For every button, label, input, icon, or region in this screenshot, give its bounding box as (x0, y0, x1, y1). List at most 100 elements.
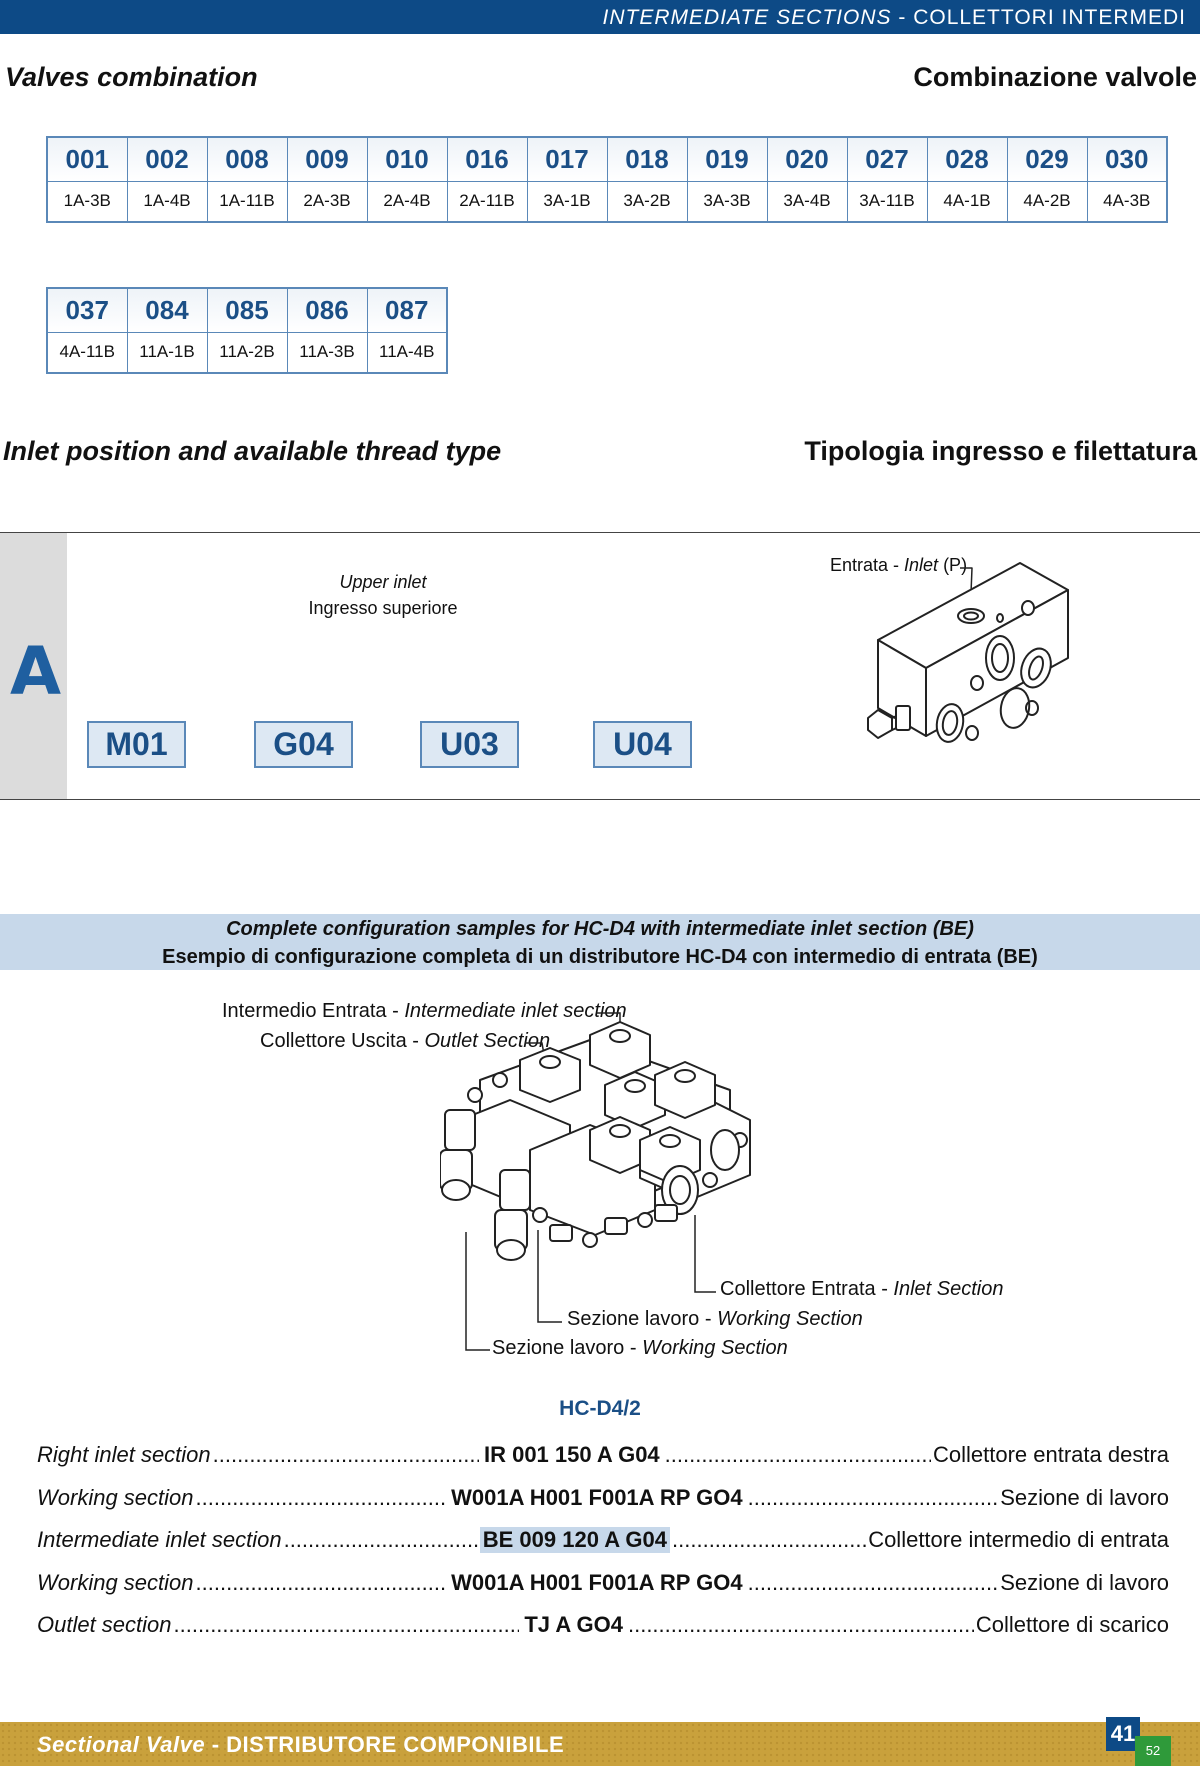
entrata-label: Entrata - (830, 555, 905, 575)
annotation-en: Inlet Section (893, 1278, 1004, 1300)
config-row-it: Collettore entrata destra (932, 1442, 1170, 1467)
header-separator: - (898, 6, 907, 29)
config-row-en: Right inlet section (37, 1442, 211, 1467)
upper-inlet-label: Upper inlet Ingresso superiore (283, 569, 483, 621)
annotation-working-section-2: Sezione lavoro - Working Section (492, 1337, 788, 1360)
footer-pattern (0, 1722, 1200, 1766)
footer-bar: Sectional Valve - DISTRIBUTORE COMPONIBI… (0, 1722, 1200, 1766)
config-row-en: Working section (37, 1485, 194, 1510)
valve-code: 008 (206, 136, 288, 182)
valve-code: 019 (686, 136, 768, 182)
footer-title-it: DISTRIBUTORE COMPONIBILE (226, 1732, 565, 1757)
valve-desc: 11A-1B (126, 331, 208, 374)
config-title-it: Esempio di configurazione completa di un… (162, 946, 1038, 968)
annotation-en: Intermediate inlet section (404, 1000, 627, 1022)
valve-desc: 3A-3B (686, 180, 768, 223)
valve-code: 010 (366, 136, 448, 182)
inlet-option-a: A Upper inlet Ingresso superiore M01 G04… (0, 532, 1200, 800)
config-row-working-1: Working section W001A H001 F001A RP GO4 … (37, 1485, 1169, 1519)
dot-leader (748, 1485, 999, 1511)
config-row-code: TJ A GO4 (524, 1612, 623, 1637)
annotation-it: Intermedio Entrata - (222, 1000, 405, 1022)
header-bar: INTERMEDIATE SECTIONS - COLLETTORI INTER… (0, 0, 1200, 34)
config-row-it: Sezione di lavoro (1000, 1570, 1170, 1595)
valve-desc: 2A-3B (286, 180, 368, 223)
valve-desc: 1A-3B (46, 180, 128, 223)
thread-box-g04: G04 (254, 721, 353, 768)
valve-code: 030 (1086, 136, 1168, 182)
config-row-working-2: Working section W001A H001 F001A RP GO4 … (37, 1570, 1169, 1604)
dot-leader (284, 1527, 478, 1553)
valve-code: 027 (846, 136, 928, 182)
annotation-it: Collettore Uscita - (260, 1030, 425, 1052)
valve-code: 016 (446, 136, 528, 182)
valve-code: 002 (126, 136, 208, 182)
model-label: HC-D4/2 (559, 1397, 641, 1420)
dot-leader (748, 1570, 999, 1596)
valve-code: 017 (526, 136, 608, 182)
valve-code: 009 (286, 136, 368, 182)
inlet-block-illustration (867, 562, 1069, 743)
annotation-inlet-section: Collettore Entrata - Inlet Section (720, 1278, 1004, 1301)
config-banner: Complete configuration samples for HC-D4… (0, 914, 1200, 970)
entrata-inlet-label: Entrata - Inlet (P) (830, 555, 967, 576)
dot-leader (628, 1612, 974, 1638)
upper-inlet-en: Upper inlet (339, 572, 427, 592)
valve-desc: 3A-1B (526, 180, 608, 223)
valve-code: 018 (606, 136, 688, 182)
config-row-code: W001A H001 F001A RP GO4 (451, 1485, 743, 1510)
footer-title: Sectional Valve - DISTRIBUTORE COMPONIBI… (37, 1732, 564, 1758)
config-row-outlet: Outlet section TJ A GO4 Collettore di sc… (37, 1612, 1169, 1646)
annotation-outlet-section: Collettore Uscita - Outlet Section (260, 1030, 550, 1053)
valve-code: 028 (926, 136, 1008, 182)
valve-desc: 4A-3B (1086, 180, 1168, 223)
option-letter: A (10, 633, 62, 710)
config-row-code-highlighted: BE 009 120 A G04 (479, 1527, 671, 1553)
valve-desc: 4A-11B (46, 331, 128, 374)
config-row-it: Sezione di lavoro (1000, 1485, 1170, 1510)
entrata-inlet: Inlet (904, 555, 939, 575)
valves-heading-it: Combinazione valvole (913, 62, 1197, 92)
inlet-heading-it: Tipologia ingresso e filettatura (804, 436, 1197, 466)
annotation-en: Working Section (717, 1308, 863, 1330)
entrata-p: (P) (938, 555, 968, 575)
config-row-intermediate-inlet: Intermediate inlet section BE 009 120 A … (37, 1527, 1169, 1561)
valve-desc: 3A-11B (846, 180, 928, 223)
annotation-working-section-1: Sezione lavoro - Working Section (567, 1308, 863, 1331)
valve-desc: 4A-2B (1006, 180, 1088, 223)
thread-box-u03: U03 (420, 721, 519, 768)
config-row-code: W001A H001 F001A RP GO4 (451, 1570, 743, 1595)
valve-desc: 2A-11B (446, 180, 528, 223)
upper-inlet-it: Ingresso superiore (308, 598, 458, 618)
thread-box-u04: U04 (593, 721, 692, 768)
thread-box-m01: M01 (87, 721, 186, 768)
valve-code: 037 (46, 287, 128, 333)
valve-desc: 1A-11B (206, 180, 288, 223)
annotation-it: Collettore Entrata - (720, 1278, 894, 1300)
dot-leader (174, 1612, 520, 1638)
valve-desc: 3A-4B (766, 180, 848, 223)
annotation-it: Sezione lavoro - (492, 1337, 643, 1359)
dot-leader (665, 1442, 931, 1468)
valve-code: 085 (206, 287, 288, 333)
dot-leader (672, 1527, 866, 1553)
config-title-en: Complete configuration samples for HC-D4… (226, 918, 974, 940)
valve-desc: 3A-2B (606, 180, 688, 223)
header-title-it: COLLETTORI INTERMEDI (913, 6, 1186, 29)
config-row-it: Collettore intermedio di entrata (868, 1527, 1170, 1552)
valve-desc: 4A-1B (926, 180, 1008, 223)
inlet-heading-en: Inlet position and available thread type (3, 436, 502, 466)
valve-code: 001 (46, 136, 128, 182)
footer-separator: - (205, 1732, 227, 1757)
valve-desc: 11A-4B (366, 331, 448, 374)
valve-code: 087 (366, 287, 448, 333)
valve-assembly-illustration (440, 1012, 751, 1351)
option-letter-panel (0, 533, 67, 799)
config-row-right-inlet: Right inlet section IR 001 150 A G04 Col… (37, 1442, 1169, 1476)
dot-leader (196, 1570, 447, 1596)
valve-code: 020 (766, 136, 848, 182)
valve-code: 029 (1006, 136, 1088, 182)
annotation-en: Outlet Section (424, 1030, 551, 1052)
valve-desc: 11A-3B (286, 331, 368, 374)
annotation-en: Working Section (642, 1337, 788, 1359)
